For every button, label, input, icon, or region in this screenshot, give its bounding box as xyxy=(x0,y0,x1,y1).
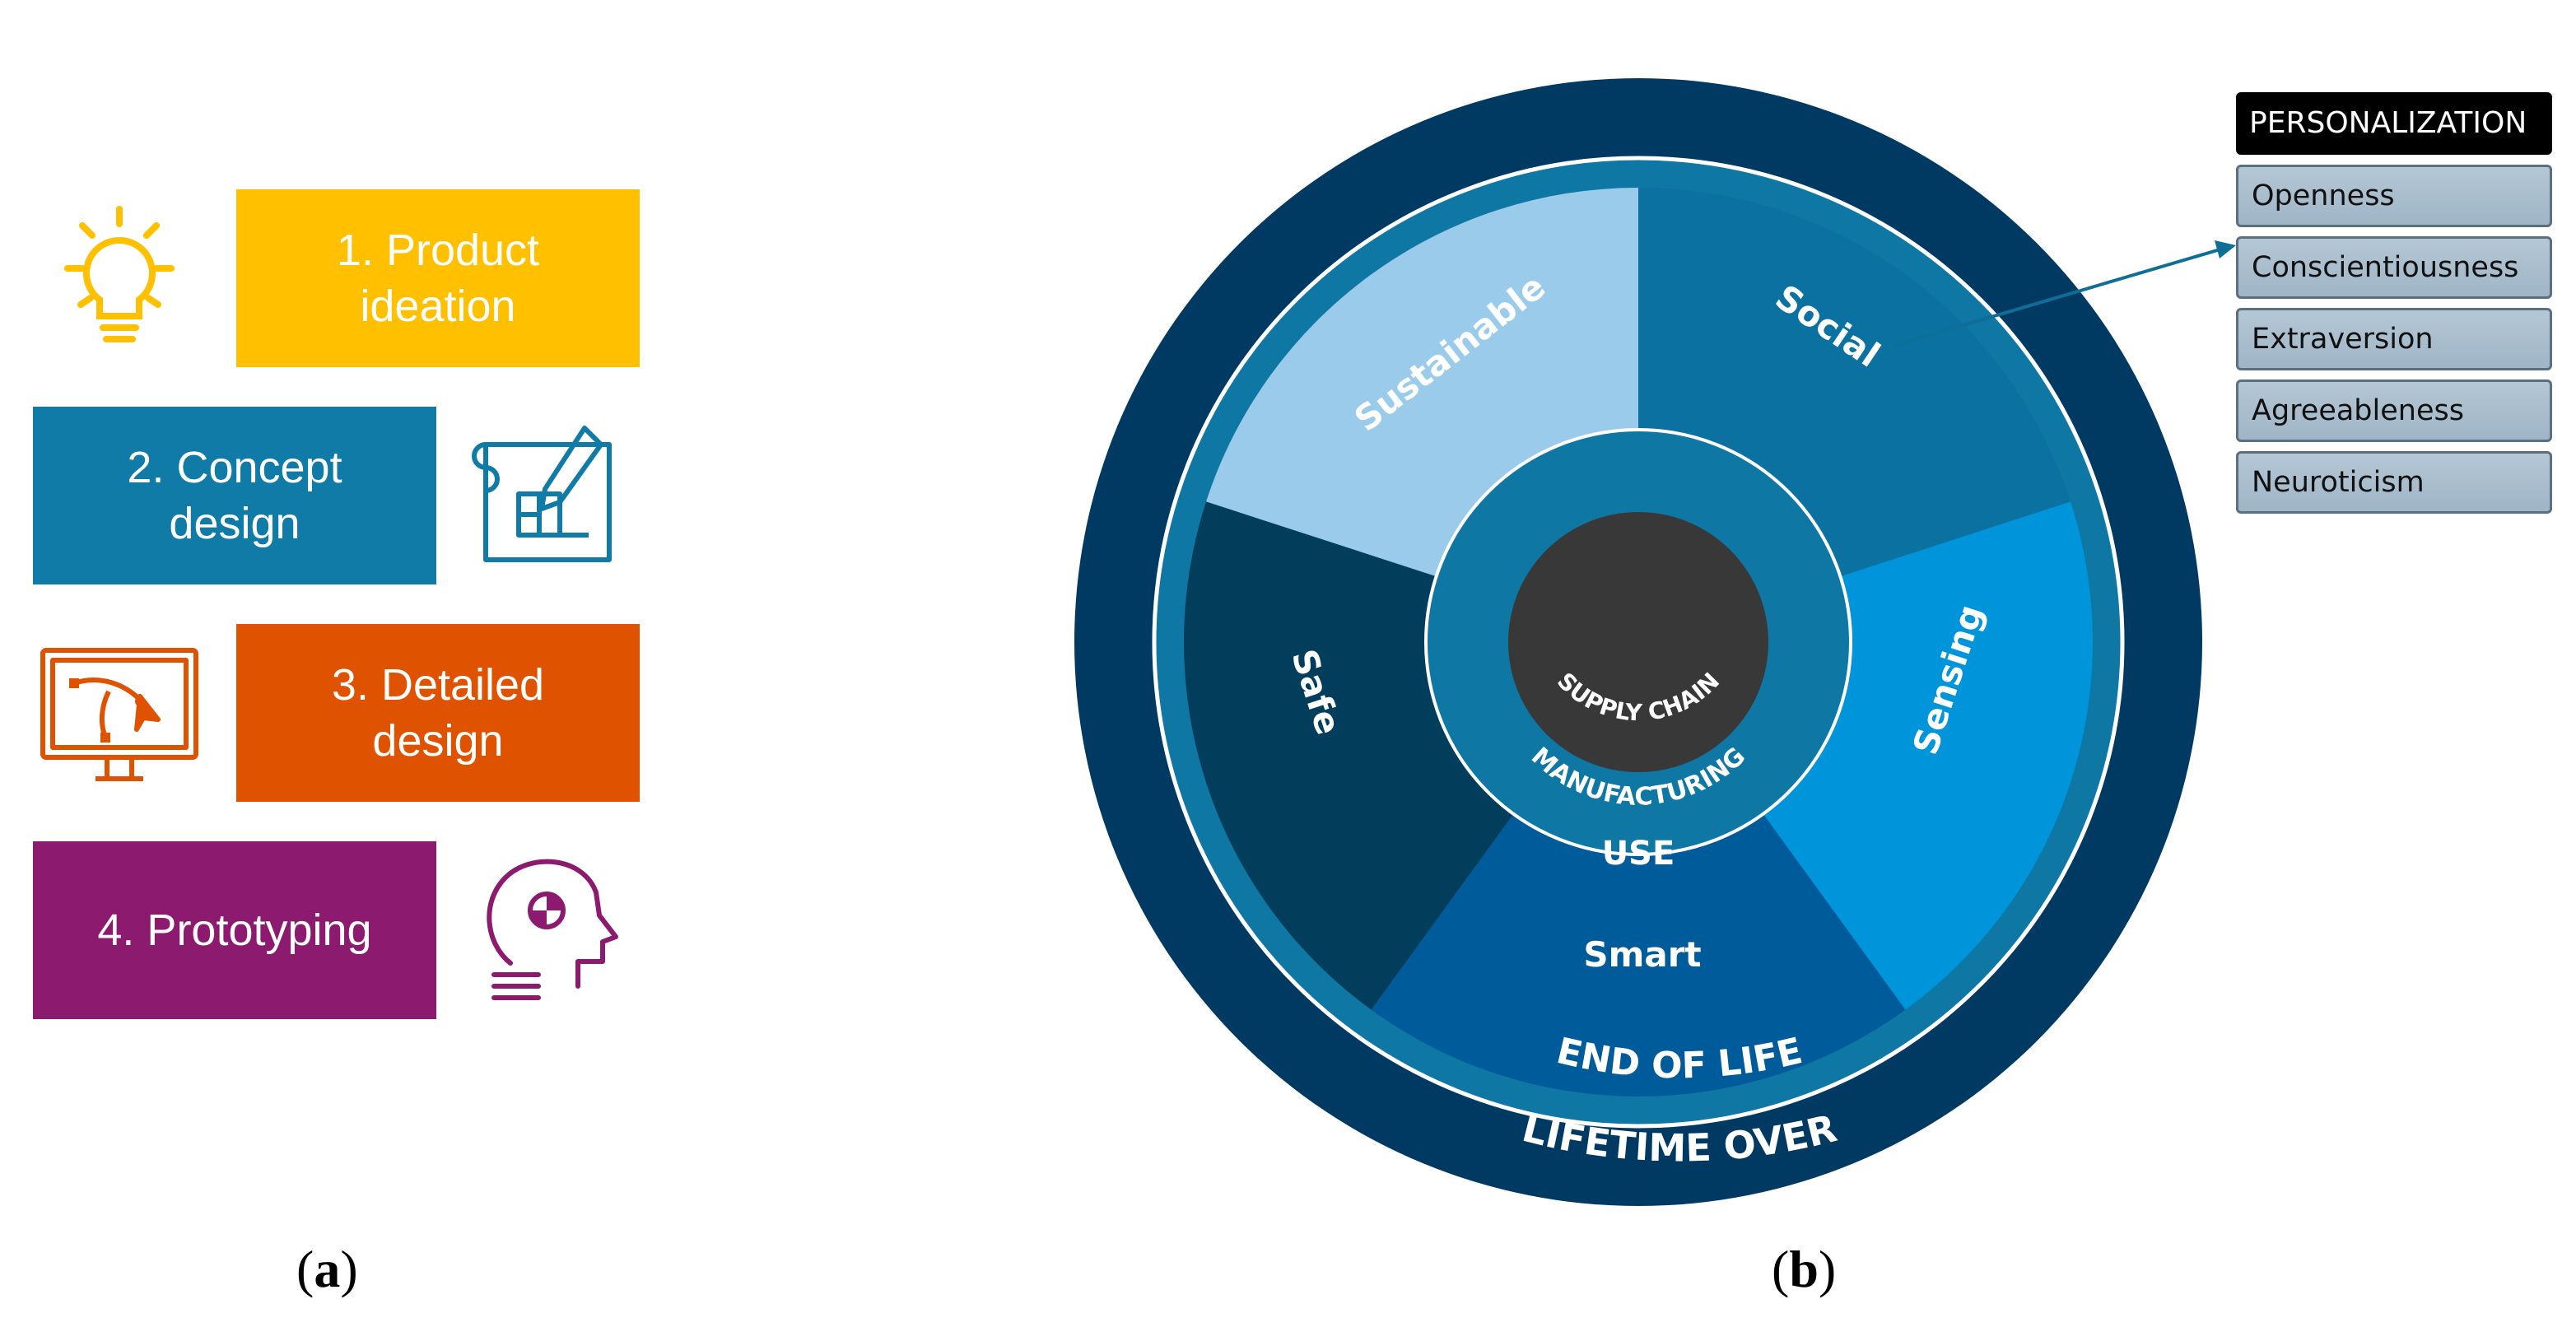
caption-b-open: ( xyxy=(1772,1240,1790,1298)
caption-a: (a) xyxy=(296,1239,358,1300)
segments xyxy=(1184,188,2093,1097)
personalization-header: PERSONALIZATION xyxy=(2236,92,2552,155)
caption-b-letter: b xyxy=(1789,1240,1819,1298)
label-use: USE xyxy=(1602,835,1675,873)
trait-conscientiousness: Conscientiousness xyxy=(2236,236,2552,299)
trait-extraversion: Extraversion xyxy=(2236,308,2552,370)
blueprint-icon xyxy=(472,426,612,562)
trait-neuroticism: Neuroticism xyxy=(2236,451,2552,514)
caption-a-open: ( xyxy=(296,1240,314,1298)
trait-openness: Openness xyxy=(2236,165,2552,227)
step-concept-design: 2. Concept design xyxy=(33,407,436,584)
segment-sustainable xyxy=(1206,188,1638,581)
monitor-vector-icon xyxy=(40,648,198,781)
arrow-head xyxy=(2215,240,2236,258)
caption-a-letter: a xyxy=(314,1240,341,1298)
lightbulb-icon xyxy=(64,206,175,342)
caption-b: (b) xyxy=(1772,1239,1836,1300)
segment-social xyxy=(1638,188,2071,581)
step-prototyping: 4. Prototyping xyxy=(33,841,436,1019)
head-profile-icon xyxy=(487,859,618,1000)
caption-b-close: ) xyxy=(1818,1240,1837,1298)
segment-smart xyxy=(1371,802,1906,1097)
caption-a-close: ) xyxy=(340,1240,358,1298)
step-detailed-design: 3. Detailed design xyxy=(236,624,640,802)
step-product-ideation: 1. Product ideation xyxy=(236,189,640,367)
label-smart: Smart xyxy=(1583,934,1701,975)
trait-agreeableness: Agreeableness xyxy=(2236,379,2552,442)
core-supply-chain xyxy=(1508,512,1768,772)
connector-arrow xyxy=(1893,247,2224,347)
